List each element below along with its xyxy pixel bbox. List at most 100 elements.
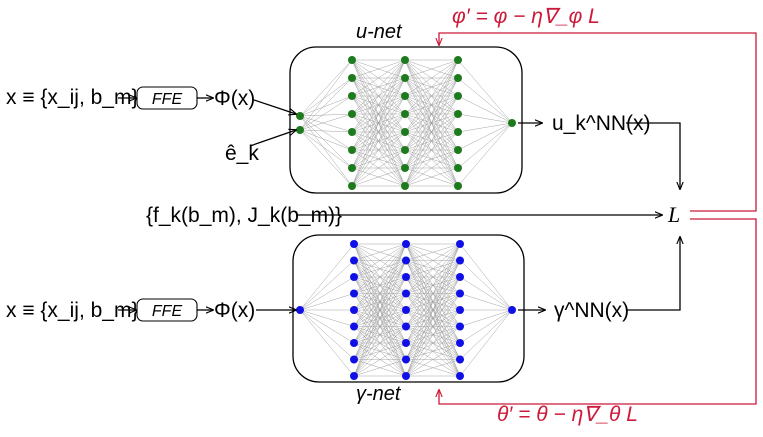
gamma-net-neuron	[456, 256, 464, 265]
u-net-neuron	[348, 128, 356, 136]
gamma-net-neuron	[402, 240, 410, 248]
gamma-net-connection	[353, 326, 407, 377]
u-net-connection	[404, 149, 459, 187]
gamma-to-loss-arrow	[626, 237, 680, 311]
u-net-connection	[299, 77, 353, 117]
u-net-connection	[457, 77, 513, 124]
u-net-connection	[404, 95, 459, 187]
u-output-label: u_k^NN(x)	[552, 112, 651, 135]
u-net-connection	[404, 59, 459, 187]
u-net-neuron	[348, 74, 356, 82]
u-net-connection	[404, 131, 459, 187]
u-net-neuron	[296, 112, 304, 120]
u-net-connection	[299, 59, 353, 131]
u-net-connection	[457, 122, 513, 133]
u-net-connection	[404, 59, 459, 169]
gamma-net-connection	[405, 276, 461, 377]
u-net-neuron	[454, 146, 462, 154]
gamma-net-connection	[353, 243, 407, 344]
u-net-neuron	[401, 128, 409, 136]
gamma-net-connection	[299, 243, 355, 311]
gamma-net-connection	[405, 293, 461, 377]
gamma-net-neuron	[402, 289, 410, 298]
u-net-connection	[351, 113, 406, 187]
u-update-feedback-line	[439, 32, 757, 212]
gamma-net-connection	[459, 260, 513, 311]
gamma-net-neuron	[350, 355, 358, 364]
u-net-connection	[351, 59, 406, 97]
u-net-label: u-net	[356, 21, 403, 43]
u-net-neuron	[401, 56, 409, 64]
gamma-net-connection	[459, 309, 513, 377]
gamma-phi-label: Φ(x)	[214, 299, 255, 322]
gamma-net-connection	[405, 243, 461, 377]
u-input-label: x ≡ {x_ij, b_m}	[6, 86, 138, 109]
gamma-net-connection	[299, 309, 355, 360]
u-net-connection	[404, 77, 459, 187]
gamma-net-neuron	[350, 273, 358, 281]
gamma-net-neuron	[402, 306, 410, 314]
gamma-net-neuron	[456, 273, 464, 281]
gamma-net-neuron	[456, 322, 464, 331]
gamma-net-connection	[405, 359, 461, 377]
gamma-net-connection	[353, 243, 407, 278]
gamma-net-connection	[353, 243, 407, 294]
gamma-net-connection	[299, 309, 355, 377]
u-net-connection	[457, 122, 513, 187]
u-to-loss-arrow	[626, 122, 680, 189]
gamma-net-connection	[405, 243, 461, 327]
u-net-neuron	[454, 110, 462, 118]
u-net-neuron	[508, 119, 516, 127]
gamma-net-connection	[459, 293, 513, 311]
u-phi-label: Φ(x)	[214, 87, 255, 110]
gamma-net-connection	[353, 243, 407, 311]
targets-label: {f_k(b_m), J_k(b_m)}	[146, 204, 342, 227]
u-net-connection	[351, 149, 406, 187]
u-net-connection	[351, 59, 406, 133]
u-net-neuron	[348, 182, 356, 190]
gamma-net-neuron	[456, 240, 464, 248]
u-net-neuron	[348, 146, 356, 154]
u-net-connection	[299, 115, 353, 151]
gamma-net-connection	[299, 309, 355, 344]
u-net-connection	[404, 59, 459, 79]
u-net-neuron	[348, 110, 356, 118]
gamma-net-neuron	[402, 256, 410, 265]
u-net-connection	[351, 59, 406, 151]
u-net-connection	[299, 115, 353, 169]
u-net-neuron	[401, 164, 409, 172]
gamma-net-neuron	[456, 372, 464, 380]
gamma-net-graph	[296, 240, 516, 380]
gamma-net-connection	[459, 243, 513, 311]
gamma-net-neuron	[456, 355, 464, 364]
gamma-net-neuron	[402, 372, 410, 380]
gamma-net-connection	[405, 243, 461, 278]
u-net-connection	[457, 95, 513, 124]
u-net-connection	[351, 167, 406, 187]
u-net-connection	[457, 122, 513, 169]
u-net-neuron	[454, 56, 462, 64]
u-net-neuron	[348, 56, 356, 64]
u-net-connection	[404, 59, 459, 133]
gamma-net-label: γ-net	[356, 383, 402, 405]
gamma-net-connection	[405, 260, 461, 377]
u-net-connection	[299, 77, 353, 131]
u-net-connection	[457, 59, 513, 124]
gamma-net-neuron	[350, 339, 358, 347]
gamma-net-connection	[405, 243, 461, 311]
gamma-ffe-label: FFE	[152, 303, 183, 320]
u-net-neuron	[454, 182, 462, 190]
gamma-net-connection	[353, 243, 407, 377]
gamma-net-connection	[353, 342, 407, 377]
e-k-label: ê_k	[225, 142, 259, 165]
u-ffe-label: FFE	[152, 91, 183, 108]
gamma-net-connection	[405, 243, 461, 294]
gamma-net-neuron	[456, 306, 464, 314]
u-net-connection	[299, 95, 353, 117]
gamma-net-neuron	[350, 256, 358, 265]
gamma-net-connection	[353, 243, 407, 261]
gamma-net-neuron	[402, 355, 410, 364]
u-net-connection	[351, 59, 406, 187]
gamma-net-neuron	[350, 306, 358, 314]
u-net-connection	[351, 95, 406, 187]
